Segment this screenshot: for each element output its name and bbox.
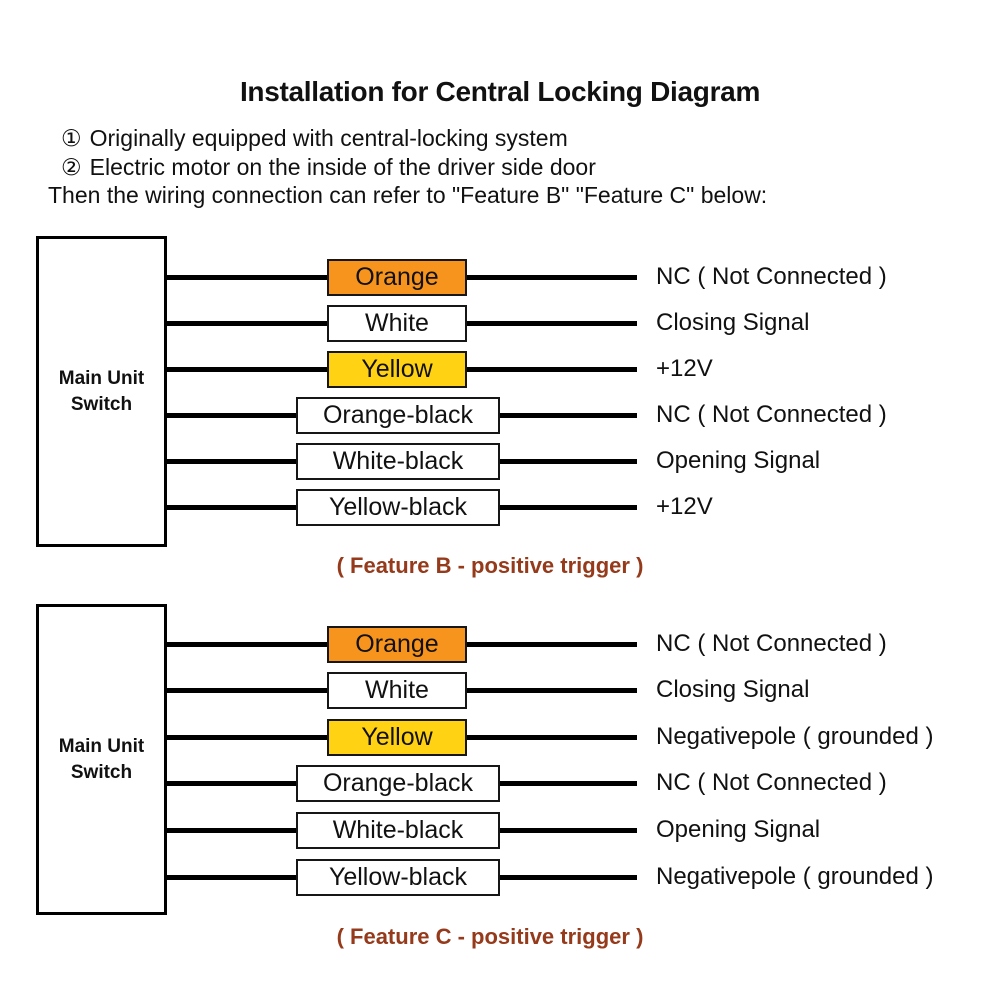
wire-color-box: Yellow	[327, 350, 467, 388]
wire-color-box: White-black	[296, 442, 500, 480]
main-unit-switch-box: Main Unit Switch	[36, 236, 167, 547]
main-unit-label-line-2: Switch	[70, 393, 133, 415]
wire-color-box: Orange-black	[296, 396, 500, 434]
instruction-text-2: Electric motor on the inside of the driv…	[89, 154, 596, 180]
wire-color-label: White	[365, 675, 429, 704]
circled-two-icon: ②	[61, 154, 82, 180]
wire-color-label: Yellow	[361, 722, 433, 751]
instruction-line-2: ② Electric motor on the inside of the dri…	[61, 153, 596, 182]
wire-function-label: Closing Signal	[656, 676, 810, 703]
wire-function-label: NC ( Not Connected )	[656, 401, 887, 428]
wire-function-label: Opening Signal	[656, 447, 821, 474]
main-unit-label-line-2: Switch	[70, 761, 133, 783]
wire-color-box: White-black	[296, 811, 500, 849]
main-unit-label-line-1: Main Unit	[58, 735, 145, 757]
circled-one-icon: ①	[61, 125, 82, 151]
wire-color-box: White	[327, 671, 467, 709]
main-unit-switch-box: Main Unit Switch	[36, 604, 167, 915]
wire-color-box: Orange	[327, 625, 467, 663]
wire-function-label: +12V	[656, 355, 713, 382]
wire-color-label: Orange	[355, 262, 439, 291]
instruction-line-1: ① Originally equipped with central-lockin…	[61, 124, 568, 153]
wire-function-label: Opening Signal	[656, 816, 821, 843]
wire-color-label: White-black	[332, 815, 464, 844]
instruction-text-1: Originally equipped with central-locking…	[89, 125, 568, 151]
wire-function-label: +12V	[656, 493, 713, 520]
wire-color-label: Yellow	[361, 354, 433, 383]
instruction-note: Then the wiring connection can refer to …	[48, 182, 768, 208]
wire-function-label: NC ( Not Connected )	[656, 769, 887, 796]
wire-function-label: Closing Signal	[656, 309, 810, 336]
wire-color-box: Yellow	[327, 718, 467, 756]
wire-color-label: Orange-black	[322, 400, 474, 429]
wire-color-box: Yellow-black	[296, 488, 500, 526]
wire-function-label: NC ( Not Connected )	[656, 630, 887, 657]
main-unit-label-line-1: Main Unit	[58, 367, 145, 389]
feature-c-caption: ( Feature C - positive trigger )	[336, 924, 644, 949]
wire-color-label: Yellow-black	[328, 862, 468, 891]
wire-function-label: NC ( Not Connected )	[656, 263, 887, 290]
wire-color-label: White-black	[332, 446, 464, 475]
wire-function-label: Negativepole ( grounded )	[656, 863, 934, 890]
wire-color-box: Orange-black	[296, 764, 500, 802]
wire-color-label: Orange-black	[322, 768, 474, 797]
wire-function-label: Negativepole ( grounded )	[656, 723, 934, 750]
wire-color-label: Orange	[355, 629, 439, 658]
wire-color-label: White	[365, 308, 429, 337]
wire-color-box: White	[327, 304, 467, 342]
wire-color-box: Orange	[327, 258, 467, 296]
page-title: Installation for Central Locking Diagram	[239, 76, 761, 107]
feature-b-caption: ( Feature B - positive trigger )	[336, 553, 644, 578]
wire-color-label: Yellow-black	[328, 492, 468, 521]
wire-color-box: Yellow-black	[296, 858, 500, 896]
